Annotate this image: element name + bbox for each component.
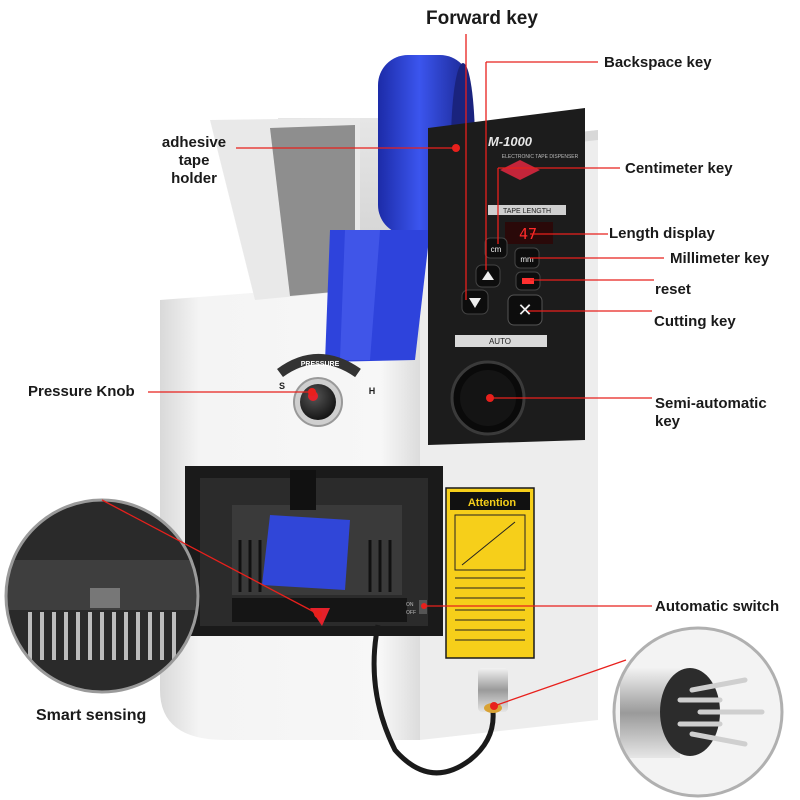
label-forward-key: Forward key [426,8,538,29]
label-pressure-knob: Pressure Knob [28,383,135,400]
line-connector-zoom [493,659,627,707]
knob-h-label: H [369,386,376,396]
millimeter-key-text: mm [520,255,534,264]
power-cable [371,624,508,776]
label-backspace-key: Backspace key [604,54,712,71]
label-length-display: Length display [609,225,715,242]
attention-sticker: Attention [445,487,535,659]
label-centimeter-key: Centimeter key [625,160,733,177]
knob-pressure-label: PRESSURE [301,361,340,368]
arrow-up-icon [482,271,494,280]
cutter-opening: ON OFF [185,466,443,636]
length-display-value: 47 [519,225,537,243]
brand-subtitle: ELECTRONIC TAPE DISPENSER [502,154,579,160]
centimeter-key-button[interactable] [484,237,508,259]
label-cutting-key: Cutting key [654,313,736,330]
callout-dots [308,144,498,710]
callout-lines [101,34,664,707]
label-millimeter-key: Millimeter key [670,250,770,267]
length-display-screen [505,222,553,244]
switch-off-label: OFF [406,610,416,616]
control-panel: M-1000 ELECTRONIC TAPE DISPENSER TAPE LE… [428,108,585,445]
connector-zoom [612,626,784,798]
reset-indicator-icon [522,278,534,284]
arrow-down-icon [469,298,481,308]
cutting-key-button[interactable] [507,294,543,326]
label-reset: reset [655,281,691,298]
centimeter-key-text: cm [491,245,502,254]
label-adhesive-tape-holder: adhesive tape holder [161,134,227,187]
attention-title: Attention [468,497,517,509]
brand-logo: M-1000 [488,134,533,149]
panel-auto-label: AUTO [489,337,511,346]
label-smart-sensing: Smart sensing [36,707,147,724]
scissors-icon: ✕ [517,300,532,321]
panel-tape-length: TAPE LENGTH [503,208,551,215]
switch-on-label: ON [406,602,414,608]
pressure-knob[interactable] [300,384,336,420]
knob-s-label: S [279,381,285,391]
smart-sensing-zoom [4,498,200,694]
label-automatic-switch: Automatic switch [655,598,780,615]
line-smart-sensing-zoom [101,499,319,615]
label-semi-automatic-key: Semi-automatic key [655,395,767,430]
